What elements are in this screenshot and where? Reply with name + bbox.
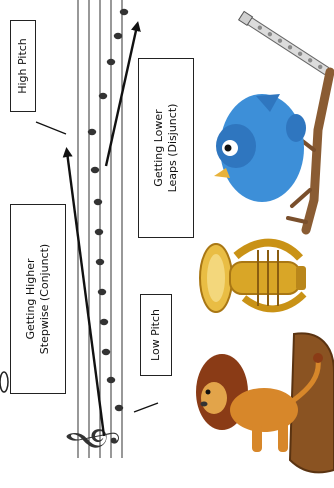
low-pitch-pointer — [133, 402, 159, 413]
note-head — [119, 8, 129, 16]
getting-lower-arrow — [104, 21, 141, 167]
note-head — [98, 92, 108, 100]
treble-clef-icon: 𝄞 — [66, 427, 119, 453]
note-head — [114, 404, 124, 412]
note-head — [106, 58, 116, 66]
note-head — [90, 166, 100, 174]
bluebird-icon — [214, 67, 334, 235]
note-head — [95, 258, 105, 266]
note-head — [94, 228, 104, 236]
note-heads — [87, 8, 129, 412]
svg-text:𝄞: 𝄞 — [66, 427, 119, 453]
note-head — [87, 128, 97, 136]
high-pitch-pointer — [35, 121, 67, 135]
getting-higher-arrow — [62, 147, 106, 437]
getting-higher-label: Getting Higher Stepwise (Conjunct) — [10, 204, 66, 394]
flute-icon — [237, 10, 331, 76]
partial-circle-mark — [0, 371, 9, 393]
high-pitch-label: High Pitch — [10, 20, 36, 112]
note-head — [99, 318, 109, 326]
note-head — [106, 376, 116, 384]
note-head — [101, 348, 111, 356]
getting-lower-label: Getting Lower Leaps (Disjunct) — [138, 58, 194, 238]
note-head — [97, 288, 107, 296]
tuba-icon — [199, 238, 307, 313]
note-head — [93, 198, 103, 206]
note-head — [113, 32, 123, 40]
low-pitch-label: Low Pitch — [140, 294, 172, 376]
lion-icon — [196, 332, 334, 474]
